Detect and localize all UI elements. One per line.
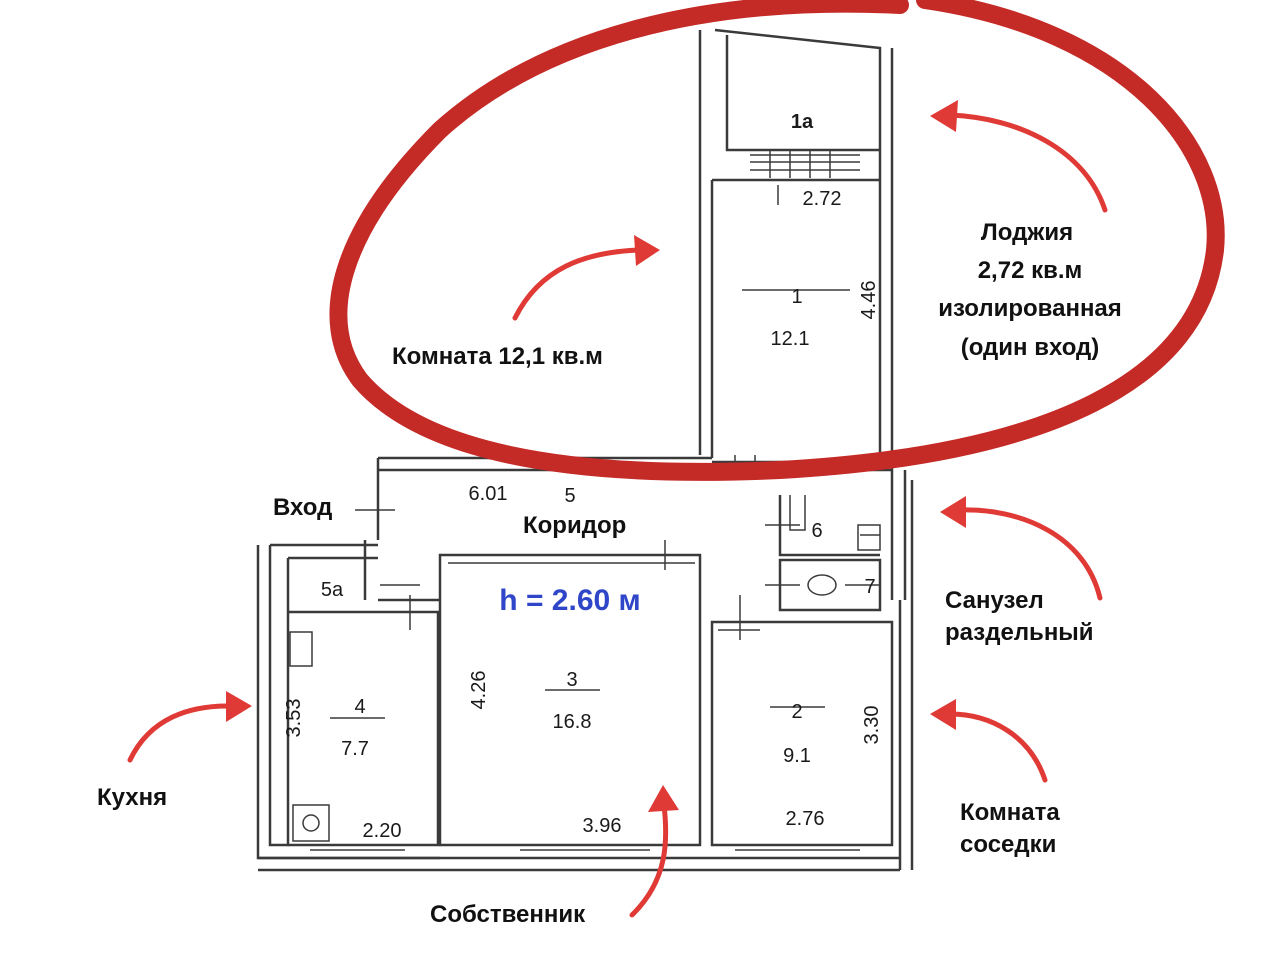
outer-bottom-wall [258, 856, 900, 872]
callout-labels: Лоджия 2,72 кв.м изолированная (один вхо… [97, 219, 1122, 928]
room3-width: 3.96 [583, 815, 622, 837]
loggia-wall [714, 28, 882, 180]
arrow-kitchen-head [226, 691, 252, 722]
kitchen-stove-burner [302, 814, 320, 832]
toilet-id: 7 [864, 576, 875, 598]
callout-loggia-line1: Лоджия [981, 219, 1073, 246]
callout-owner: Собственник [430, 901, 586, 928]
corridor-area: 6.01 [469, 483, 508, 505]
room1-id: 1 [791, 286, 802, 308]
room-labels: 1a 2.72 1 12.1 4.46 6.01 5 5a 6 7 h = 2.… [283, 111, 883, 842]
callout-neighbor-line2: соседки [960, 831, 1056, 858]
callout-loggia-line3: изолированная [938, 295, 1122, 322]
fraction-bars [330, 289, 850, 719]
callout-bathroom-line2: раздельный [945, 619, 1094, 646]
arrow-room12-head [634, 235, 660, 266]
room3-id: 3 [566, 669, 577, 691]
bathtub [789, 495, 806, 531]
room2-height-dim: 3.30 [861, 706, 883, 745]
loggia-width: 2.72 [803, 188, 842, 210]
vestibule-id: 5a [321, 579, 344, 601]
callout-loggia-line4: (один вход) [961, 334, 1100, 361]
arrow-owner-head [648, 785, 679, 812]
room3-walls [438, 553, 702, 847]
bathroom-walls [778, 495, 882, 612]
bathroom-sink [857, 524, 881, 551]
loggia-window [750, 154, 860, 171]
callout-room12: Комната 12,1 кв.м [392, 343, 603, 370]
room2-width: 2.76 [786, 808, 825, 830]
corridor-id: 5 [564, 485, 575, 507]
loggia-inner-wall [725, 35, 880, 152]
room2-walls [710, 620, 894, 847]
arrow-neighbor-room [947, 711, 1048, 783]
entrance-walls [363, 458, 440, 602]
arrow-neighbor-room-head [930, 699, 956, 730]
bathroom-id: 6 [811, 520, 822, 542]
callout-bathroom-line1: Санузел [945, 587, 1044, 614]
kitchen-area: 7.7 [341, 738, 369, 760]
kitchen-sink [289, 631, 313, 667]
highlight-ellipse [329, 0, 1225, 481]
room1-area: 12.1 [771, 328, 810, 350]
arrow-owner [629, 802, 669, 918]
callout-corridor: Коридор [523, 512, 626, 539]
arrow-loggia [947, 112, 1108, 213]
callout-loggia-line2: 2,72 кв.м [978, 257, 1083, 284]
room1-walls [698, 30, 894, 470]
kitchen-height-dim: 3.53 [283, 699, 305, 738]
callout-entrance: Вход [273, 494, 332, 521]
riser-shaft [890, 470, 907, 600]
callout-kitchen: Кухня [97, 784, 167, 811]
outer-right-wall [898, 480, 914, 870]
annotation-arrows [127, 100, 1108, 918]
floor-height-label: h = 2.60 м [499, 584, 640, 617]
room2-area: 9.1 [783, 745, 811, 767]
kitchen-stove [292, 804, 330, 842]
kitchen-width: 2.20 [363, 820, 402, 842]
floor-plan-walls [256, 28, 914, 872]
loggia-window-mullions [769, 150, 831, 178]
room3-area: 16.8 [553, 711, 592, 733]
kitchen-room [288, 610, 440, 847]
toilet-bowl [807, 574, 837, 596]
room2-id: 2 [791, 701, 802, 723]
arrow-room12 [512, 247, 643, 321]
vestibule-top-wall [270, 543, 378, 560]
callout-neighbor-line1: Комната [960, 799, 1060, 826]
kitchen-id: 4 [354, 696, 365, 718]
room1-height-dim: 4.46 [858, 281, 880, 320]
room3-height-dim: 4.26 [468, 671, 490, 710]
arrow-bathroom-head [940, 496, 966, 528]
loggia-id: 1a [791, 111, 814, 133]
arrow-bathroom [957, 507, 1103, 601]
arrow-loggia-head [930, 100, 958, 132]
arrow-kitchen [127, 703, 235, 763]
